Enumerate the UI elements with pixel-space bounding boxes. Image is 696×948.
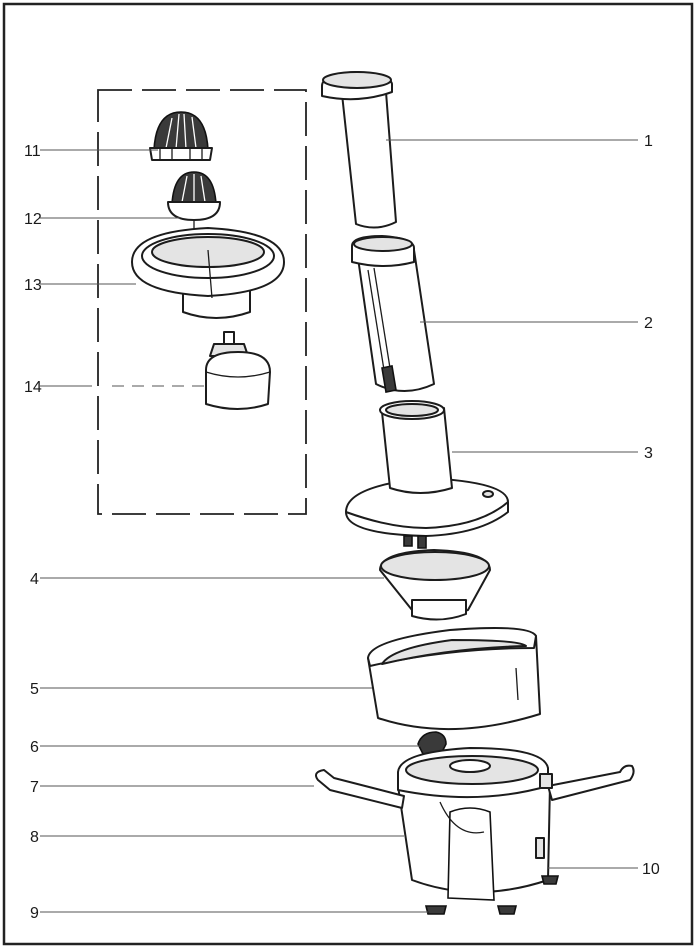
part-13-juice-tray [131, 227, 285, 319]
accessory-kit-dashed-box [97, 89, 307, 515]
part-8-base-housing [397, 747, 551, 901]
callout-4: 4 [30, 571, 39, 588]
part-9-feet [424, 875, 560, 915]
leader-lines [40, 139, 638, 913]
part-7-locking-arm-right [539, 764, 635, 801]
callout-2: 2 [644, 315, 653, 332]
part-4-strainer-cone [379, 549, 491, 621]
callout-1: 1 [644, 133, 653, 150]
callout-7: 7 [30, 779, 39, 796]
part-11-reamer-cone-large [149, 111, 213, 161]
part-14-drive-adaptor [205, 331, 271, 410]
part-2-feed-chute [351, 235, 435, 393]
part-6-spout [417, 731, 447, 757]
callout-14: 14 [24, 379, 42, 396]
part-7-locking-arm-left [315, 769, 405, 809]
callout-12: 12 [24, 211, 42, 228]
callout-labels: 11 12 13 14 1 2 3 4 5 6 7 8 9 10 [24, 133, 660, 922]
part-1-food-pusher [321, 71, 397, 229]
callout-10: 10 [642, 861, 660, 878]
callout-9: 9 [30, 905, 39, 922]
callout-3: 3 [644, 445, 653, 462]
part-5-juicer-bowl [367, 627, 541, 731]
callout-11: 11 [24, 143, 41, 160]
callout-6: 6 [30, 739, 39, 756]
part-3-lid-with-chute [345, 400, 509, 549]
callout-5: 5 [30, 681, 39, 698]
callout-13: 13 [24, 277, 42, 294]
callout-8: 8 [30, 829, 39, 846]
part-12-reamer-cone-small [167, 171, 221, 230]
